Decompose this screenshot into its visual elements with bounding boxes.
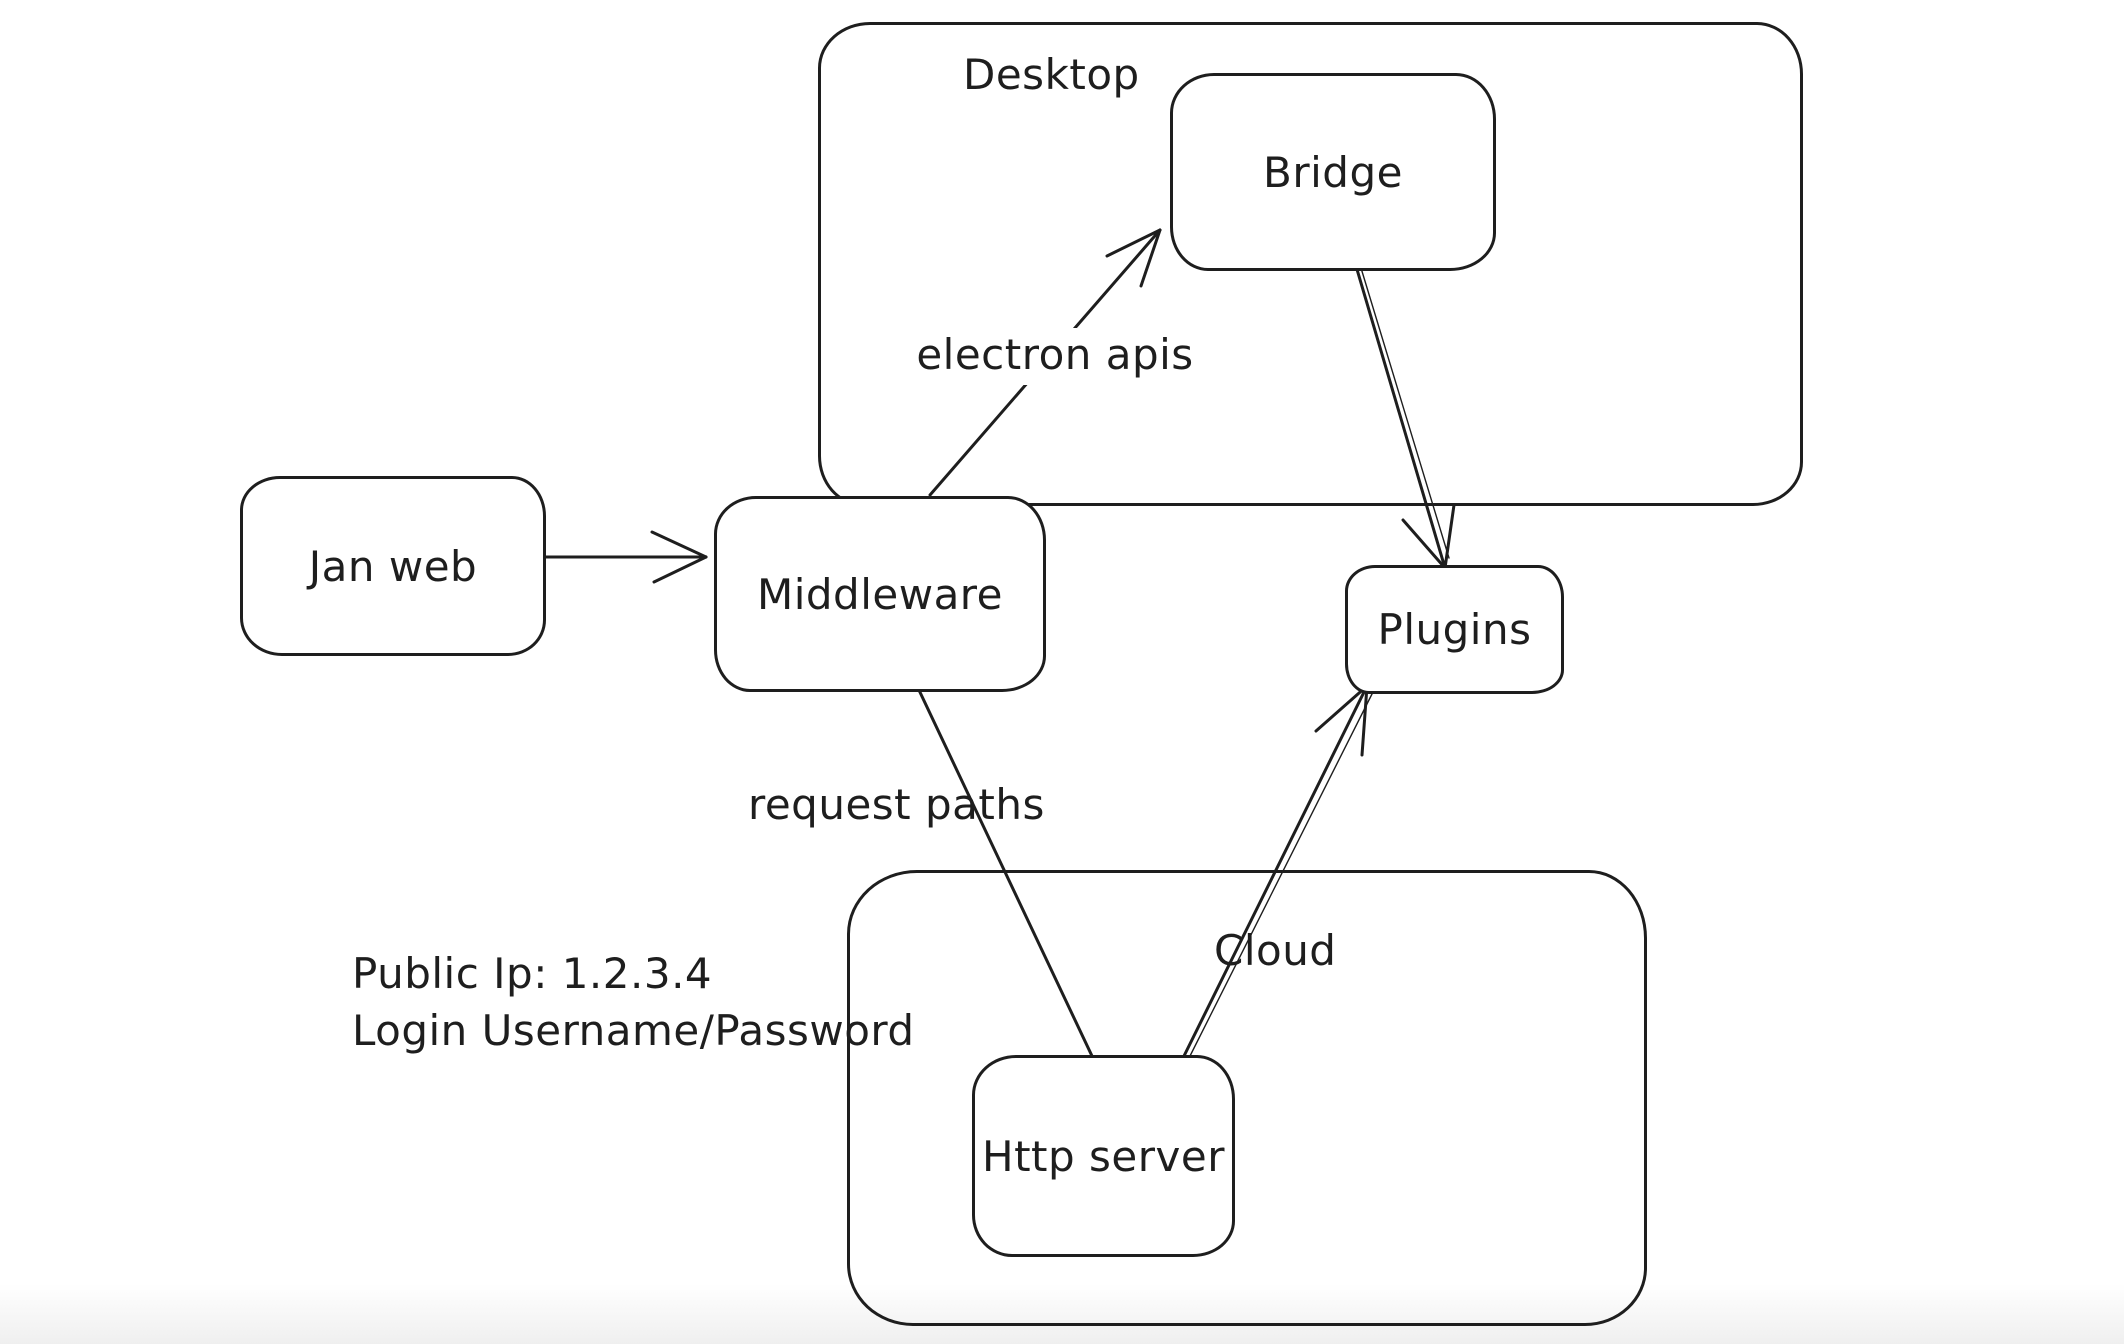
annotation-text: Public Ip: 1.2.3.4 Login Username/Passwo… — [352, 945, 915, 1059]
edge-label-electron-apis: electron apis — [912, 328, 1198, 385]
node-label: Bridge — [1263, 147, 1403, 197]
container-label-desktop: Desktop — [963, 50, 1140, 99]
container-label-cloud: Cloud — [1214, 926, 1337, 975]
arrowhead-wing — [1401, 518, 1447, 570]
arrowhead-wing — [1360, 684, 1369, 757]
node-middleware[interactable]: Middleware — [714, 496, 1046, 692]
bottom-fade-gradient — [0, 1284, 2124, 1344]
node-bridge[interactable]: Bridge — [1170, 73, 1496, 271]
annotation-login: Login Username/Password — [352, 1006, 915, 1055]
node-plugins[interactable]: Plugins — [1345, 565, 1564, 694]
annotation-public-ip: Public Ip: 1.2.3.4 — [352, 949, 713, 998]
arrowhead-wing — [1443, 503, 1456, 570]
container-desktop[interactable] — [818, 22, 1803, 506]
node-jan-web[interactable]: Jan web — [240, 476, 546, 656]
node-label: Jan web — [308, 541, 478, 591]
node-label: Middleware — [756, 569, 1003, 619]
arrowhead-wing — [652, 555, 708, 584]
node-label: Plugins — [1377, 605, 1532, 654]
node-label: Http server — [982, 1131, 1225, 1181]
edge-label-request-paths: request paths — [748, 780, 1045, 829]
arrowhead-wing — [650, 530, 708, 559]
arrow-janweb-to-middleware[interactable] — [538, 530, 708, 584]
node-http-server[interactable]: Http server — [972, 1055, 1235, 1257]
arrowhead-wing — [1314, 684, 1369, 733]
